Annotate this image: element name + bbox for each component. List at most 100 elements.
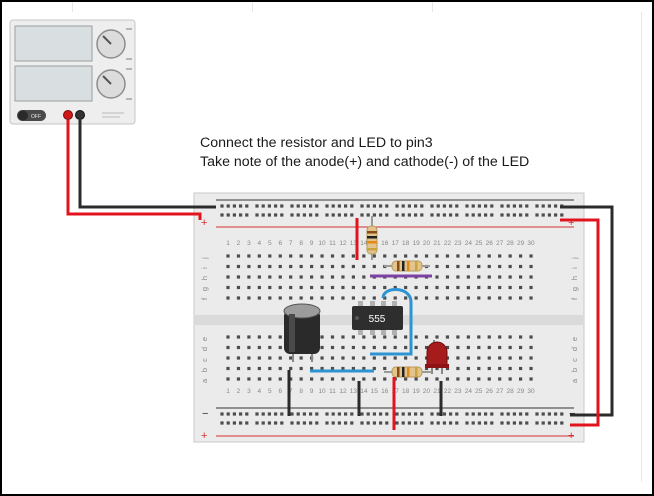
breadboard-hole[interactable] bbox=[296, 204, 300, 208]
red-supply-wire[interactable] bbox=[66, 120, 202, 220]
breadboard-hole[interactable] bbox=[506, 213, 510, 217]
breadboard-hole[interactable] bbox=[436, 412, 440, 416]
breadboard-hole[interactable] bbox=[487, 335, 491, 339]
breadboard-hole[interactable] bbox=[232, 213, 236, 217]
breadboard-hole[interactable] bbox=[236, 335, 241, 339]
toolbar-segment[interactable] bbox=[2, 2, 73, 12]
breadboard-hole[interactable] bbox=[341, 377, 345, 381]
breadboard-hole[interactable] bbox=[500, 412, 504, 416]
breadboard-hole[interactable] bbox=[519, 254, 523, 258]
breadboard-hole[interactable] bbox=[547, 421, 551, 425]
breadboard-hole[interactable] bbox=[299, 285, 303, 290]
breadboard-hole[interactable] bbox=[477, 356, 481, 360]
breadboard-hole[interactable] bbox=[508, 264, 512, 269]
breadboard-hole[interactable] bbox=[296, 412, 300, 416]
breadboard-hole[interactable] bbox=[525, 204, 529, 208]
breadboard-hole[interactable] bbox=[383, 285, 387, 290]
breadboard-hole[interactable] bbox=[362, 377, 366, 381]
breadboard-hole[interactable] bbox=[414, 213, 418, 217]
breadboard-hole[interactable] bbox=[372, 204, 376, 208]
breadboard-hole[interactable] bbox=[379, 213, 383, 217]
breadboard-hole[interactable] bbox=[261, 213, 265, 217]
breadboard-hole[interactable] bbox=[512, 204, 516, 208]
breadboard-hole[interactable] bbox=[268, 345, 272, 350]
breadboard-hole[interactable] bbox=[500, 421, 504, 425]
breadboard-hole[interactable] bbox=[535, 421, 539, 425]
breadboard-hole[interactable] bbox=[350, 204, 354, 208]
breadboard-hole[interactable] bbox=[547, 412, 551, 416]
led[interactable] bbox=[425, 340, 449, 374]
breadboard-hole[interactable] bbox=[278, 335, 282, 339]
breadboard-hole[interactable] bbox=[512, 213, 516, 217]
black-supply-wire[interactable] bbox=[78, 120, 216, 209]
breadboard-hole[interactable] bbox=[290, 204, 294, 208]
breadboard-hole[interactable] bbox=[506, 421, 510, 425]
breadboard-hole[interactable] bbox=[220, 213, 224, 217]
breadboard-hole[interactable] bbox=[372, 412, 376, 416]
breadboard-hole[interactable] bbox=[442, 204, 446, 208]
breadboard-hole[interactable] bbox=[278, 285, 282, 290]
breadboard-hole[interactable] bbox=[289, 254, 293, 258]
breadboard-hole[interactable] bbox=[519, 421, 523, 425]
breadboard-hole[interactable] bbox=[351, 296, 355, 300]
breadboard-hole[interactable] bbox=[351, 345, 355, 350]
breadboard-hole[interactable] bbox=[360, 204, 364, 208]
breadboard-hole[interactable] bbox=[362, 296, 366, 300]
breadboard-hole[interactable] bbox=[424, 366, 429, 371]
breadboard-hole[interactable] bbox=[299, 356, 303, 360]
breadboard-hole[interactable] bbox=[310, 296, 314, 300]
breadboard-hole[interactable] bbox=[456, 254, 460, 258]
breadboard-hole[interactable] bbox=[404, 335, 408, 339]
breadboard-hole[interactable] bbox=[278, 254, 282, 258]
breadboard-hole[interactable] bbox=[261, 412, 265, 416]
breadboard-hole[interactable] bbox=[226, 377, 230, 381]
breadboard-hole[interactable] bbox=[490, 412, 494, 416]
breadboard-hole[interactable] bbox=[247, 377, 251, 381]
breadboard-hole[interactable] bbox=[471, 213, 475, 217]
breadboard-hole[interactable] bbox=[445, 275, 450, 279]
breadboard-hole[interactable] bbox=[278, 296, 282, 300]
breadboard-hole[interactable] bbox=[506, 204, 510, 208]
breadboard-hole[interactable] bbox=[360, 213, 364, 217]
breadboard-hole[interactable] bbox=[554, 204, 558, 208]
breadboard-hole[interactable] bbox=[430, 412, 434, 416]
breadboard-hole[interactable] bbox=[395, 421, 399, 425]
breadboard-hole[interactable] bbox=[554, 213, 558, 217]
breadboard-hole[interactable] bbox=[529, 296, 533, 300]
breadboard-hole[interactable] bbox=[372, 335, 376, 339]
breadboard-hole[interactable] bbox=[366, 204, 370, 208]
breadboard-hole[interactable] bbox=[299, 254, 303, 258]
breadboard-hole[interactable] bbox=[541, 421, 545, 425]
breadboard-hole[interactable] bbox=[535, 412, 539, 416]
breadboard-hole[interactable] bbox=[466, 275, 470, 279]
breadboard-hole[interactable] bbox=[278, 275, 282, 279]
breadboard-hole[interactable] bbox=[466, 335, 470, 339]
breadboard-hole[interactable] bbox=[500, 204, 504, 208]
breadboard-hole[interactable] bbox=[247, 285, 251, 290]
capacitor[interactable] bbox=[283, 303, 321, 362]
breadboard-hole[interactable] bbox=[484, 213, 488, 217]
breadboard-hole[interactable] bbox=[465, 213, 469, 217]
breadboard-hole[interactable] bbox=[420, 412, 424, 416]
breadboard-hole[interactable] bbox=[385, 213, 389, 217]
breadboard-hole[interactable] bbox=[344, 412, 348, 416]
breadboard-hole[interactable] bbox=[560, 412, 564, 416]
breadboard-hole[interactable] bbox=[362, 264, 366, 269]
breadboard-hole[interactable] bbox=[247, 366, 251, 371]
breadboard-hole[interactable] bbox=[547, 213, 551, 217]
breadboard-hole[interactable] bbox=[280, 421, 284, 425]
breadboard-hole[interactable] bbox=[519, 377, 523, 381]
breadboard-hole[interactable] bbox=[372, 377, 376, 381]
breadboard-hole[interactable] bbox=[330, 335, 335, 339]
breadboard-hole[interactable] bbox=[310, 366, 314, 371]
breadboard-hole[interactable] bbox=[519, 335, 523, 339]
breadboard-hole[interactable] bbox=[385, 412, 389, 416]
breadboard-hole[interactable] bbox=[445, 366, 450, 371]
breadboard-hole[interactable] bbox=[245, 421, 249, 425]
breadboard-hole[interactable] bbox=[268, 296, 272, 300]
breadboard-hole[interactable] bbox=[331, 421, 335, 425]
breadboard-hole[interactable] bbox=[289, 285, 293, 290]
blue-jumper-wire[interactable] bbox=[370, 288, 413, 356]
breadboard-hole[interactable] bbox=[529, 275, 533, 279]
breadboard-hole[interactable] bbox=[506, 412, 510, 416]
